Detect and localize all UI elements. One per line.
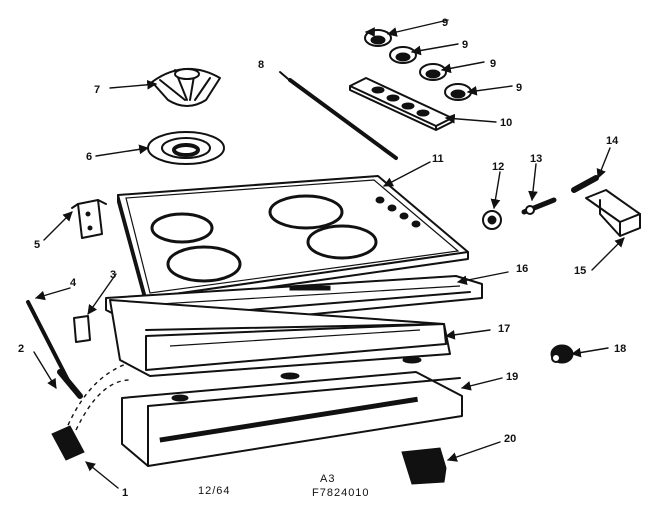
part-17-burner-box <box>109 299 451 380</box>
part-14-igniter <box>571 175 599 193</box>
label-7: 7 <box>94 84 100 96</box>
label-17: 17 <box>498 323 510 335</box>
part-5-bracket <box>71 199 107 239</box>
part-12-valve <box>482 210 502 230</box>
label-14: 14 <box>606 135 619 147</box>
section-code: A3 <box>320 473 335 485</box>
part-number-labels: 1 2 3 4 5 6 7 8 9 9 9 9 10 11 12 13 14 1… <box>18 17 626 499</box>
part-20-block <box>401 447 447 485</box>
label-3: 3 <box>110 269 116 281</box>
label-1: 1 <box>122 487 128 499</box>
vent-slots <box>159 396 418 443</box>
part-7-burner-cap <box>151 67 221 107</box>
part-18-knob <box>550 344 574 364</box>
part-3-clip <box>73 315 91 343</box>
part-6-drip-bowl <box>147 131 225 165</box>
part-8-rod <box>279 71 398 160</box>
label-9c: 9 <box>490 58 496 70</box>
label-15: 15 <box>574 265 586 277</box>
label-9b: 9 <box>462 39 468 51</box>
page-number: 12/64 <box>198 485 231 497</box>
label-20: 20 <box>504 433 516 445</box>
label-13: 13 <box>530 153 542 165</box>
footer-codes: 12/64 A3 F7824010 <box>198 473 370 499</box>
label-19: 19 <box>506 371 518 383</box>
label-10: 10 <box>500 117 512 129</box>
label-6: 6 <box>86 151 92 163</box>
part-4-rod <box>26 300 83 399</box>
label-16: 16 <box>516 263 528 275</box>
label-2: 2 <box>18 343 24 355</box>
label-9d: 9 <box>516 82 522 94</box>
label-12: 12 <box>492 161 504 173</box>
label-8: 8 <box>258 59 264 71</box>
label-11: 11 <box>432 153 444 165</box>
part-15-hinge <box>585 189 641 237</box>
part-10-control-panel <box>349 77 453 131</box>
label-18: 18 <box>614 343 626 355</box>
label-9a: 9 <box>442 17 448 29</box>
model-number: F7824010 <box>312 487 370 499</box>
label-4: 4 <box>70 277 77 289</box>
label-5: 5 <box>34 239 40 251</box>
part-13-orifice <box>521 197 557 215</box>
part-19-lower-panel <box>121 371 463 467</box>
leader-arrows <box>33 19 625 489</box>
part-1-connector <box>51 363 131 461</box>
